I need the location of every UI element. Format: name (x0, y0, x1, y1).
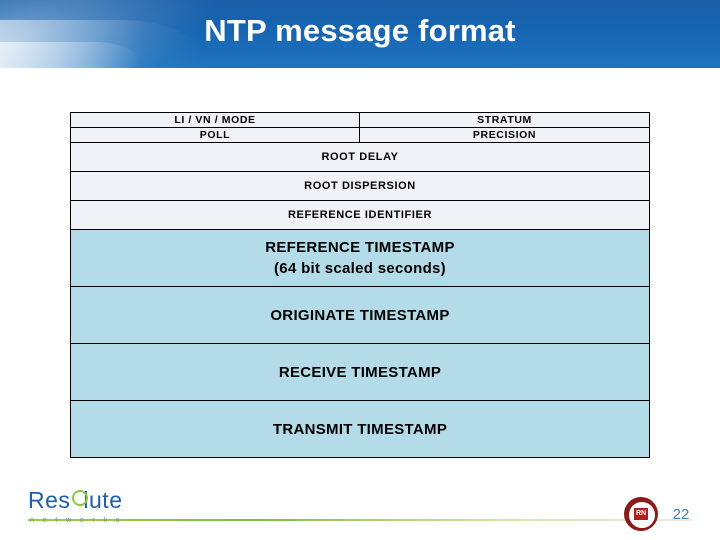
field-reference-timestamp: REFERENCE TIMESTAMP (64 bit scaled secon… (71, 230, 649, 286)
field-receive-timestamp: RECEIVE TIMESTAMP (71, 344, 649, 400)
slide-title: NTP message format (204, 13, 516, 48)
diagram-row: LI / VN / MODE STRATUM (71, 113, 649, 128)
page-number: 22 (672, 506, 690, 523)
diagram-row: POLL PRECISION (71, 128, 649, 143)
diagram-row: TRANSMIT TIMESTAMP (71, 401, 649, 458)
field-reference-timestamp-sublabel: (64 bit scaled seconds) (274, 260, 446, 277)
logo-text-right: lute (83, 487, 123, 513)
diagram-row: REFERENCE TIMESTAMP (64 bit scaled secon… (71, 230, 649, 287)
field-reference-identifier: REFERENCE IDENTIFIER (71, 201, 649, 229)
banner-swoosh-decoration-3 (0, 42, 140, 68)
seal-inner-ring (628, 501, 656, 529)
field-precision: PRECISION (360, 128, 649, 142)
slide-header-banner: NTP message format (0, 0, 720, 68)
field-transmit-timestamp: TRANSMIT TIMESTAMP (71, 401, 649, 457)
field-root-delay: ROOT DELAY (71, 143, 649, 171)
diagram-row: ROOT DISPERSION (71, 172, 649, 201)
field-reference-timestamp-label: REFERENCE TIMESTAMP (265, 239, 455, 256)
footer-divider (28, 519, 692, 521)
diagram-row: REFERENCE IDENTIFIER (71, 201, 649, 230)
field-poll: POLL (71, 128, 360, 142)
logo-subtitle: n e t w o r k s (30, 515, 123, 524)
field-originate-timestamp: ORIGINATE TIMESTAMP (71, 287, 649, 343)
diagram-row: ROOT DELAY (71, 143, 649, 172)
logo-ring-icon (72, 490, 88, 506)
diagram-row: ORIGINATE TIMESTAMP (71, 287, 649, 344)
logo-text-left: Res (28, 487, 71, 513)
certification-seal-icon: RN (624, 497, 658, 531)
banner-bottom-edge (0, 68, 720, 71)
field-stratum: STRATUM (360, 113, 649, 127)
field-li-vn-mode: LI / VN / MODE (71, 113, 360, 127)
diagram-row: RECEIVE TIMESTAMP (71, 344, 649, 401)
field-root-dispersion: ROOT DISPERSION (71, 172, 649, 200)
ntp-message-format-diagram: LI / VN / MODE STRATUM POLL PRECISION RO… (70, 112, 650, 458)
seal-core-label: RN (634, 508, 648, 520)
